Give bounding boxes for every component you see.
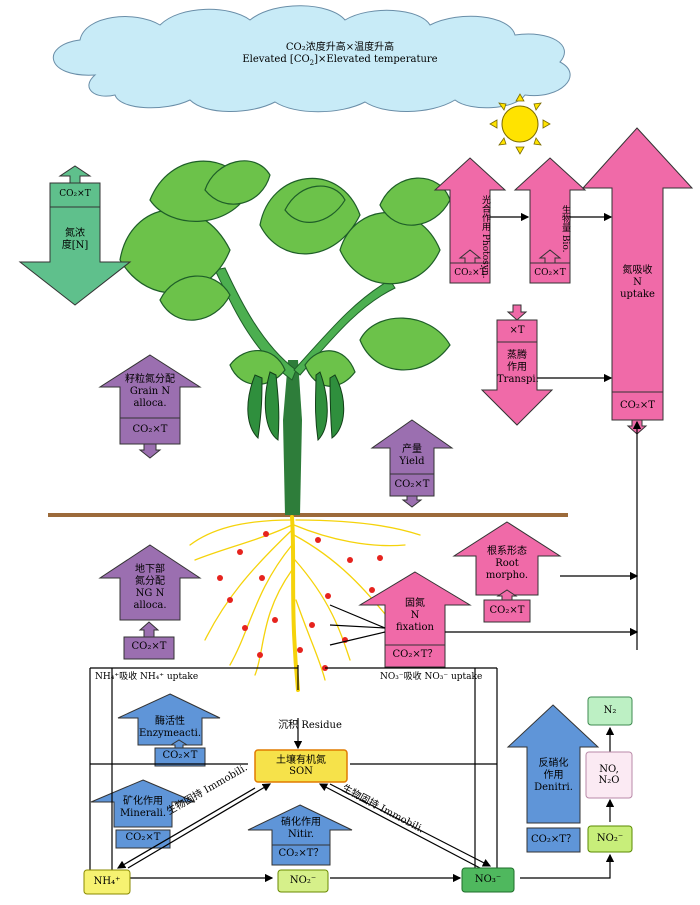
grain-n-arrow (98, 354, 202, 459)
transpiration-arrow (480, 304, 554, 426)
son-en: SON (289, 766, 313, 777)
node-nh4: NH₄⁺ (93, 876, 121, 888)
cloud-title-zh: CO₂浓度升高×温度升高 (285, 42, 395, 53)
ng-n-arrow (98, 544, 202, 660)
plant (119, 160, 451, 515)
n-fixation-arrow (358, 571, 472, 668)
nitrification-tag: CO₂×T？ (278, 848, 324, 859)
nh4-uptake-label: NH₄⁺吸收 NH₄⁺ uptake (95, 672, 199, 682)
node-no2: NO₂⁻ (289, 875, 317, 887)
biomass-label: 生物量 Bio. (560, 205, 570, 253)
sun-icon (489, 93, 551, 155)
residue-label: 沉积 Residue (278, 720, 342, 731)
n-uptake-tag: CO₂×T (620, 400, 655, 411)
denitrification-arrow (506, 704, 600, 853)
mineralization-tag: CO₂×T (125, 832, 161, 843)
son-zh: 土壤有机氮 (276, 754, 326, 766)
roots (189, 515, 421, 692)
root-morphology-tag: CO₂×T (489, 605, 525, 616)
node-no2-b: NO₂⁻ (596, 833, 624, 845)
ng-n-tag: CO₂×T (131, 641, 167, 652)
yield-tag: CO₂×T (394, 479, 430, 490)
transpiration-tag: ×T (509, 325, 525, 336)
photosynthesis-label: 光合作用 Photosyn. (480, 195, 490, 279)
photosynthesis-arrow (433, 157, 507, 284)
biomass-tag: CO₂×T (534, 268, 566, 278)
n-concentration-arrow (18, 165, 132, 306)
enzyme-arrow (117, 693, 221, 767)
yield-arrow (370, 419, 454, 508)
node-no-n2o: NO,N₂O (598, 763, 620, 787)
root-nodules (217, 531, 383, 671)
node-n2: N₂ (603, 705, 617, 717)
photosynthesis-tag: CO₂×T (454, 268, 486, 278)
cloud-shape (52, 5, 571, 113)
no3-uptake-label: NO₃⁻吸收 NO₃⁻ uptake (380, 672, 483, 682)
root-morphology-arrow (452, 521, 562, 623)
grain-n-tag: CO₂×T (132, 424, 168, 435)
n-concentration-label: 氮浓度[N] (61, 228, 89, 251)
denitrification-tag: CO₂×T？ (531, 834, 576, 845)
cloud-title-en: Elevated [CO2]×Elevated temperature (242, 54, 438, 67)
mineralization-arrow (90, 779, 196, 849)
node-boxes (83, 696, 633, 895)
biomass-arrow (513, 157, 587, 284)
cloud-text: CO₂浓度升高×温度升高 Elevated [CO2]×Elevated tem… (200, 42, 480, 67)
nitrification-arrow (247, 804, 353, 866)
soil-line (48, 513, 568, 517)
connector-lines (89, 212, 642, 883)
node-no3: NO₃⁻ (474, 874, 502, 886)
n-concentration-tag: CO₂×T (59, 189, 91, 199)
n-fixation-tag: CO₂×T？ (392, 649, 438, 660)
enzyme-tag: CO₂×T (162, 750, 198, 761)
